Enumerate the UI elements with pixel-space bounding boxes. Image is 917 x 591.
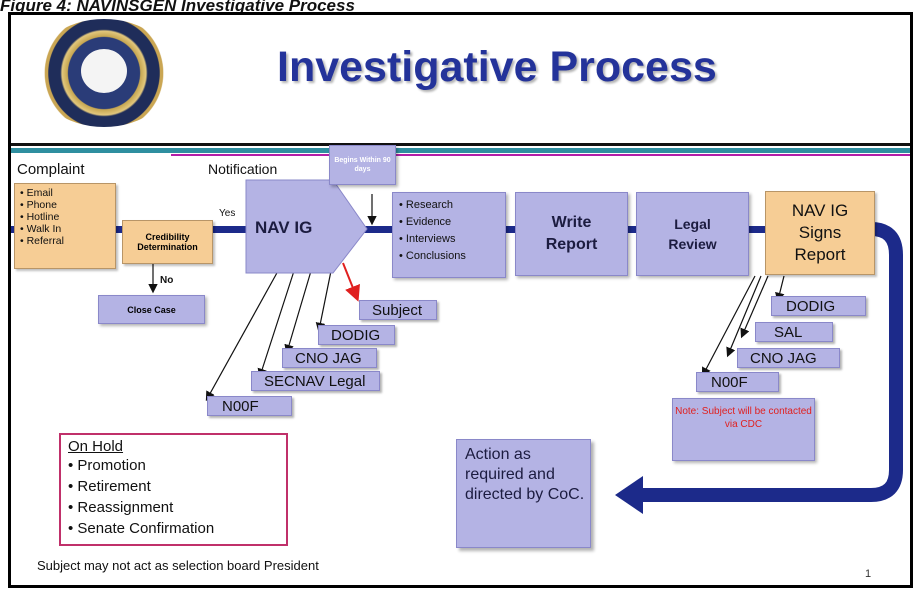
credibility-determination-box: Credibility Determination bbox=[122, 220, 213, 264]
notify-cno-jag-right: CNO JAG bbox=[737, 348, 840, 368]
complaint-sources-list: Email Phone Hotline Walk In Referral bbox=[15, 184, 115, 247]
close-case-label: Close Case bbox=[127, 304, 176, 315]
notify-subject: Subject bbox=[359, 300, 438, 320]
investigation-step: Evidence bbox=[399, 214, 505, 231]
investigation-step: Research bbox=[399, 197, 505, 214]
notify-n00f: N00F bbox=[207, 396, 292, 416]
investigation-step: Conclusions bbox=[399, 248, 505, 265]
complaint-source-item: Hotline bbox=[20, 211, 115, 223]
on-hold-item: Reassignment bbox=[68, 497, 286, 518]
figure-caption: Figure 4: NAVINSGEN Investigative Proces… bbox=[0, 0, 355, 15]
legal-review-label: Legal Review bbox=[668, 216, 717, 252]
seal-center bbox=[81, 49, 127, 93]
navy-ig-seal bbox=[33, 19, 175, 127]
nav-ig-label: NAV IG bbox=[255, 218, 313, 237]
notify-sal: SAL bbox=[755, 322, 834, 342]
begins-box: Begins Within 90 days bbox=[329, 145, 396, 185]
notify-dodig-right: DODIG bbox=[771, 296, 867, 316]
credibility-label: Credibility Determination bbox=[137, 232, 198, 252]
investigation-step: Interviews bbox=[399, 231, 505, 248]
on-hold-item: Senate Confirmation bbox=[68, 518, 286, 539]
nav-ig-signs-report-box: NAV IG Signs Report bbox=[765, 191, 875, 275]
write-report-box: Write Report bbox=[515, 192, 628, 276]
on-hold-item: Promotion bbox=[68, 455, 286, 476]
complaint-source-item: Referral bbox=[20, 235, 115, 247]
return-arrow-head bbox=[615, 476, 643, 514]
complaint-source-item: Phone bbox=[20, 199, 115, 211]
complaint-sources-box: Email Phone Hotline Walk In Referral bbox=[14, 183, 116, 269]
footer-note: Subject may not act as selection board P… bbox=[37, 558, 319, 573]
on-hold-item: Retirement bbox=[68, 476, 286, 497]
investigation-steps-box: Research Evidence Interviews Conclusions bbox=[392, 192, 506, 278]
return-flow-line bbox=[631, 222, 903, 502]
header-divider-black bbox=[11, 143, 910, 146]
on-hold-heading: On Hold bbox=[68, 438, 124, 455]
notify-cno-jag: CNO JAG bbox=[282, 348, 377, 368]
on-hold-box: On Hold Promotion Retirement Reassignmen… bbox=[59, 433, 288, 546]
complaint-source-item: Email bbox=[20, 187, 115, 199]
legal-review-box: Legal Review bbox=[636, 192, 749, 276]
notify-dodig: DODIG bbox=[318, 325, 396, 345]
slide-title: Investigative Process bbox=[277, 43, 717, 91]
page-number: 1 bbox=[865, 568, 872, 580]
header-divider-magenta bbox=[171, 154, 910, 156]
header-divider-teal bbox=[11, 148, 910, 153]
on-hold-list: Promotion Retirement Reassignment Senate… bbox=[68, 455, 286, 539]
signs-report-label: NAV IG Signs Report bbox=[791, 201, 849, 264]
yes-label: Yes bbox=[219, 208, 236, 219]
notify-n00f-right: N00F bbox=[696, 372, 779, 392]
investigation-steps-list: Research Evidence Interviews Conclusions bbox=[393, 193, 505, 265]
begins-label: Begins Within 90 days bbox=[334, 157, 391, 173]
complaint-source-item: Walk In bbox=[20, 223, 115, 235]
no-label: No bbox=[160, 275, 174, 286]
action-box: Action as required and directed by CoC. bbox=[456, 439, 591, 548]
notify-secnav-legal: SECNAV Legal bbox=[251, 371, 381, 391]
subject-contact-note: Note: Subject will be contacted via CDC bbox=[672, 398, 815, 461]
notification-label: Notification bbox=[208, 161, 278, 177]
nav-ig-shape bbox=[245, 179, 368, 274]
write-report-label: Write Report bbox=[545, 214, 598, 253]
close-case-box: Close Case bbox=[98, 295, 205, 324]
slide: Investigative Process Complaint Notific bbox=[8, 12, 913, 588]
complaint-label: Complaint bbox=[17, 161, 85, 178]
